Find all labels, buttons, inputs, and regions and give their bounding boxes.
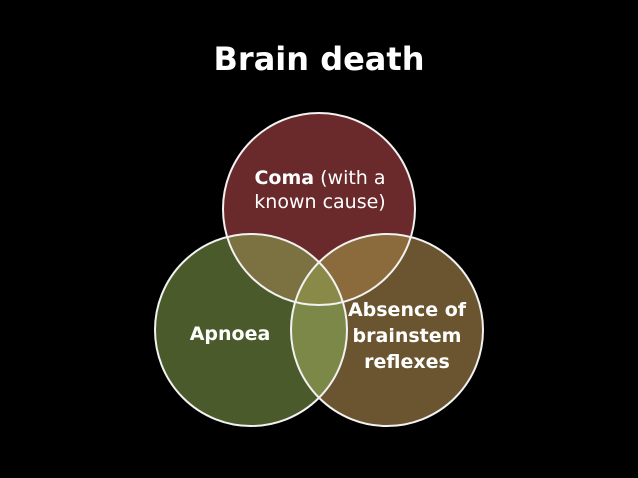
slide-title: Brain death [213, 40, 425, 78]
apnoea-label: Apnoea [189, 323, 271, 345]
coma-label: Coma (with a known cause) [240, 166, 400, 214]
coma-label-rest: (with a known cause) [254, 167, 386, 213]
overlap-coma-apnoea [223, 234, 347, 305]
circle-apnoea-outline [154, 233, 348, 427]
absence-label: Absence of brainstem reflexes [347, 299, 467, 373]
circle-coma-outline [222, 112, 416, 306]
coma-label-bold: Coma [254, 167, 315, 189]
circle-absence-outline [290, 233, 484, 427]
overlap-coma-absence [291, 234, 415, 305]
